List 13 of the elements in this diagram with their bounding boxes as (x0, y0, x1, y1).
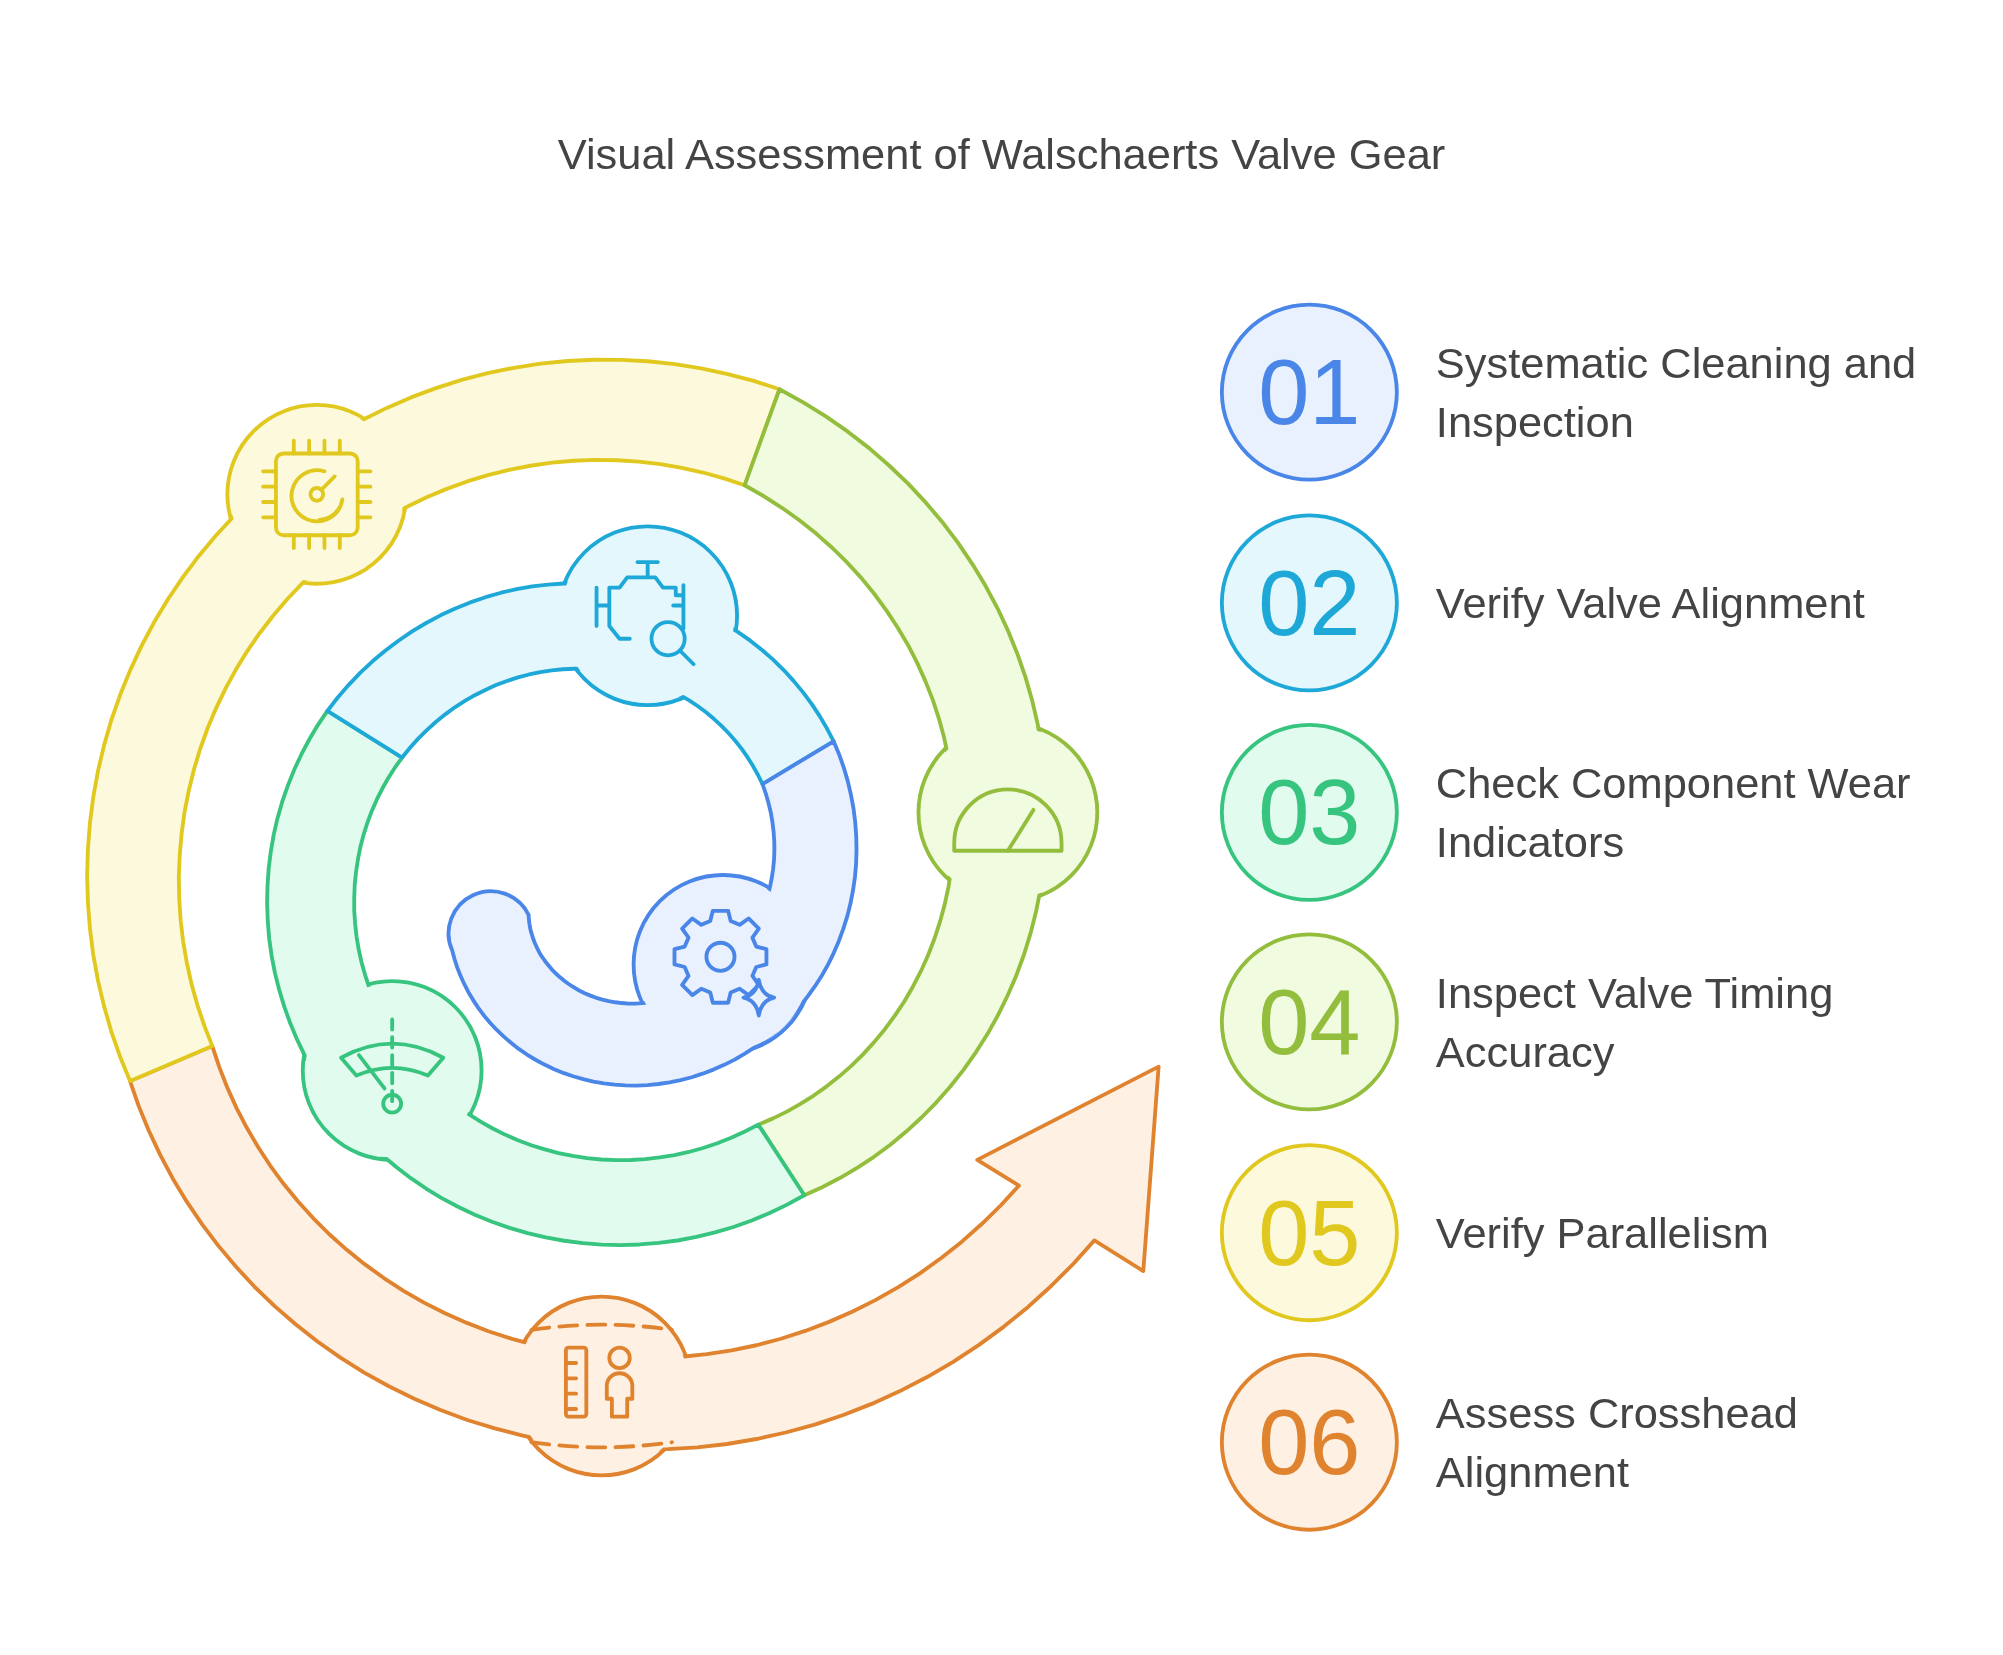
step-label: Verify Parallelism (1435, 1207, 1770, 1259)
step-number-circle: 05 (1219, 1143, 1399, 1323)
step-number-circle: 06 (1219, 1352, 1399, 1532)
step-label: Systematic Cleaning and Inspection (1435, 337, 1918, 448)
diagram-title: Visual Assessment of Walschaerts Valve Gear (556, 128, 1447, 180)
step-label: Verify Valve Alignment (1435, 577, 1866, 630)
step-number-circle: 02 (1219, 513, 1399, 693)
step-label: Check Component Wear Indicators (1435, 757, 1912, 869)
step-label: Assess Crosshead Alignment (1435, 1387, 1799, 1498)
step-label: Inspect Valve Timing Accuracy (1435, 967, 1835, 1078)
step-number-circle: 01 (1219, 302, 1399, 482)
step-number-circle: 03 (1219, 723, 1399, 902)
step-number-circle: 04 (1219, 932, 1399, 1112)
